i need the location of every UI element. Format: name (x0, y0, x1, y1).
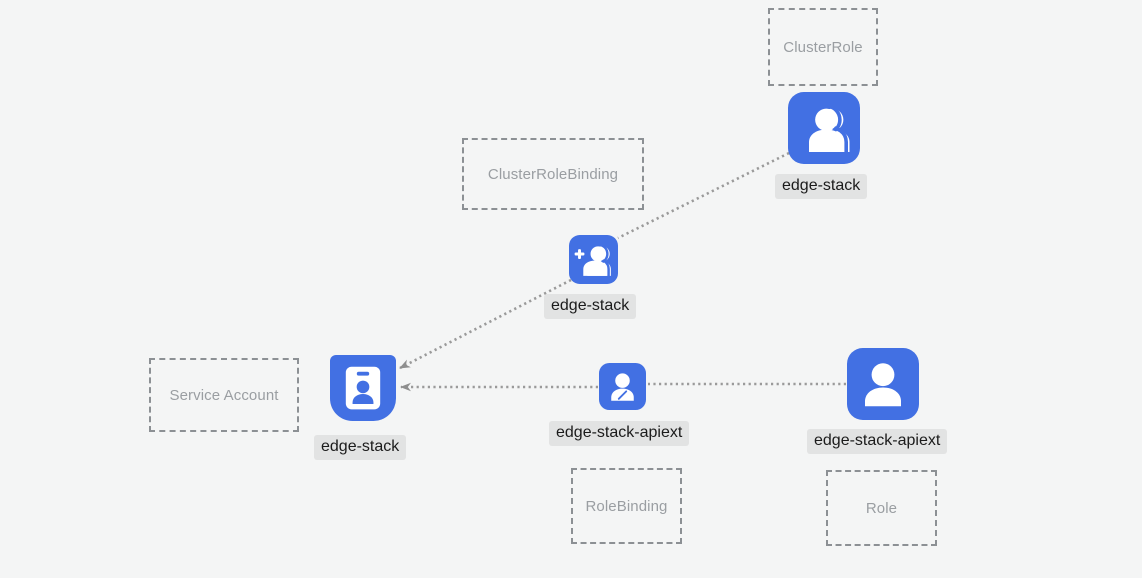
role-binding-box: RoleBinding (571, 468, 682, 544)
cluster-role-binding-node-label: edge-stack (544, 294, 637, 320)
role-node-label: edge-stack-apiext (807, 429, 948, 455)
role-box: Role (826, 470, 937, 546)
cluster-role-binding-box: ClusterRoleBinding (462, 138, 644, 210)
service-account-box-label: Service Account (169, 386, 279, 404)
user-icon[interactable] (847, 348, 919, 420)
users-group-icon[interactable] (788, 92, 860, 164)
role-box-label: Role (865, 499, 898, 517)
role-binding-box-label: RoleBinding (585, 497, 668, 515)
cluster-role-binding-box-label: ClusterRoleBinding (487, 165, 619, 183)
cluster-role-box-label: ClusterRole (783, 38, 863, 56)
cluster-role-box: ClusterRole (768, 8, 878, 86)
user-edit-icon[interactable] (599, 363, 646, 410)
id-badge-icon[interactable] (330, 355, 396, 421)
user-group-add-icon[interactable] (569, 235, 618, 284)
role-binding-node-label: edge-stack-apiext (549, 421, 690, 447)
cluster-role-node-label: edge-stack (775, 174, 868, 200)
service-account-box: Service Account (149, 358, 299, 432)
service-account-node-label: edge-stack (314, 435, 407, 461)
